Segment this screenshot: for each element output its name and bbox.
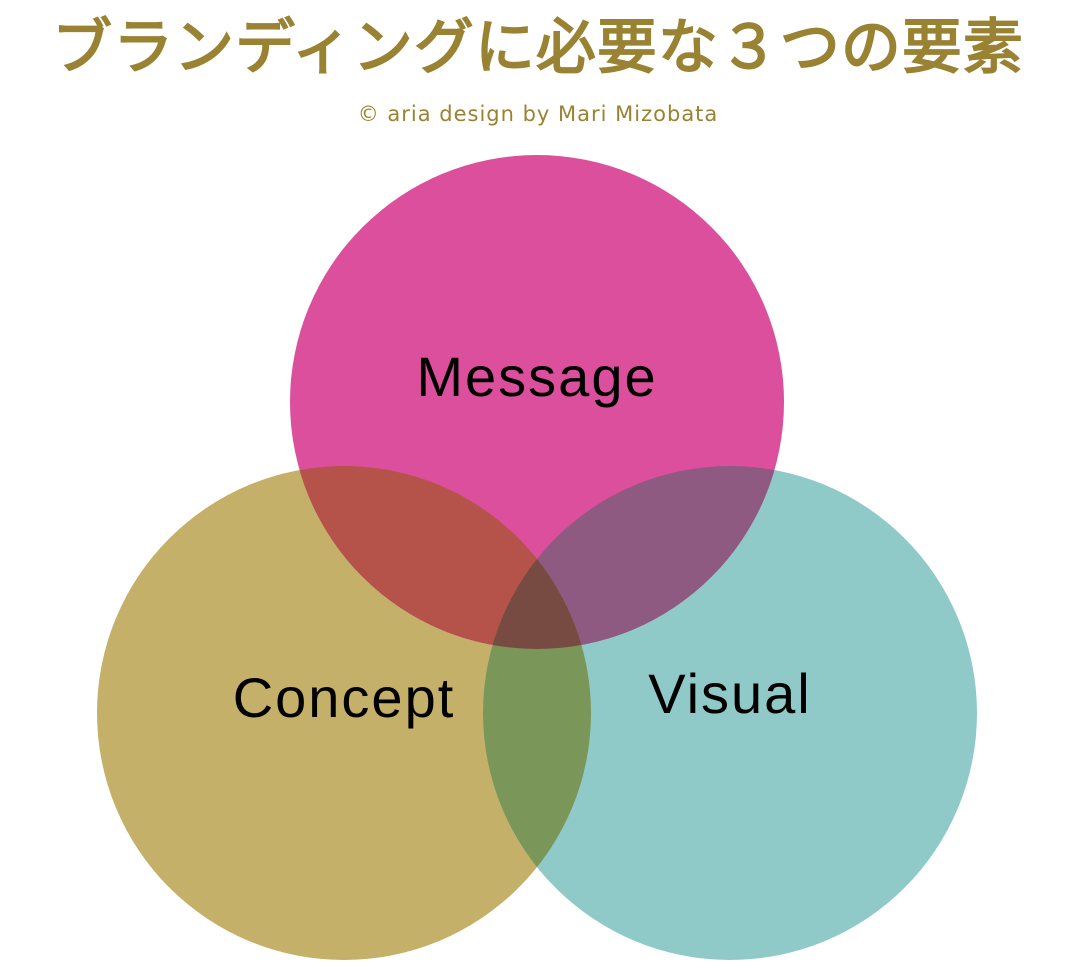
label-concept: Concept xyxy=(233,666,456,729)
overlap-message-visual xyxy=(483,466,784,649)
overlap-message-concept xyxy=(290,466,591,649)
label-message: Message xyxy=(416,345,657,408)
page-title: ブランディングに必要な３つの要素 xyxy=(52,13,1024,83)
credit-text: © aria design by Mari Mizobata xyxy=(357,102,719,126)
label-visual: Visual xyxy=(648,662,812,725)
